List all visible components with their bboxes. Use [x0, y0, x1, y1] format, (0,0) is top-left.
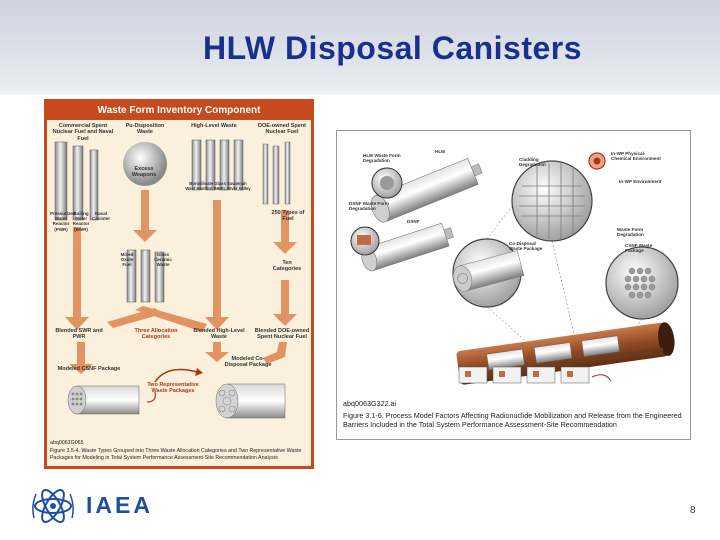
label-dsnf: DSNF: [407, 219, 420, 224]
label-cladding-degradation: Cladding Degradation: [519, 157, 546, 168]
left-figure-caption: Figure 3.5-4. Waste Types Grouped into T…: [50, 448, 302, 461]
label-inwp-environment: In-WP Environment: [619, 179, 662, 184]
label-csnf-package: Modeled CSNF Package: [57, 366, 121, 372]
label-ten-categories: Ten Categories: [272, 260, 302, 273]
label-codisposal-wp: Co-Disposal Waste Package: [509, 241, 543, 252]
label-doe-types: 250 Types of Fuel: [271, 210, 305, 223]
slide-title: HLW Disposal Canisters: [202, 30, 583, 66]
right-figure-caption: Figure 3.1-6. Process Model Factors Affe…: [343, 411, 682, 429]
waste-form-illustration: [54, 139, 297, 419]
left-figure-id: abq0063G065: [50, 440, 84, 446]
label-dsnf-degradation: DSNF Waste Form Degradation: [349, 201, 389, 212]
waste-form-heading: Waste Form Inventory Component: [47, 102, 311, 120]
org-name: IAEA: [86, 492, 153, 518]
label-hlw-types: Borosilicate Glass Savannah West Hanford…: [185, 181, 251, 191]
label-excess-weapons: Excess Weapons: [131, 166, 157, 179]
label-csnf-wp: CSNF Waste Package: [625, 243, 653, 254]
label-blended-swr: Blended SWR and PWR: [55, 328, 103, 341]
label-mixed-oxide: Mixed Oxide Fuel: [120, 252, 134, 268]
column-label-hlw: High-Level Waste: [191, 123, 237, 129]
label-blended-hlw: Blended High-Level Waste: [193, 328, 245, 341]
waste-form-figure: Waste Form Inventory Component Commercia…: [44, 99, 314, 469]
label-blended-doe: Blended DOE-owned Spent Nuclear Fuel: [254, 328, 310, 341]
label-waste-form-degradation: Waste Form Degradation: [617, 227, 644, 238]
column-label-pu: Pu-Disposition Waste: [125, 123, 165, 136]
right-figure-id: abq0063G322.ai: [343, 399, 397, 408]
column-label-doe: DOE-owned Spent Nuclear Fuel: [258, 123, 306, 136]
column-label-commercial: Commercial Spent Nuclear Fuel and Naval …: [52, 123, 114, 142]
label-glass-ceramic: Glass Ceramic Waste: [154, 252, 172, 268]
label-codisposal-package: Modeled Co-Disposal Package: [224, 356, 272, 369]
process-model-illustration: [350, 152, 679, 385]
label-two-representative: Two Representative Waste Packages: [147, 382, 199, 395]
label-bwr: Boiling Water Reactor (BWR): [72, 211, 90, 232]
label-hlw-degradation: HLW Waste Form Degradation: [363, 153, 401, 164]
title-band: [0, 0, 720, 95]
label-inwp-physical: In-WP Physical-Chemical Environment: [611, 151, 661, 162]
page-number: 8: [690, 505, 696, 516]
label-pwr: Pressurized Water Reactor (PWR): [50, 211, 76, 232]
label-naval: Naval Canister: [91, 211, 110, 222]
process-model-figure: HLW HLW Waste Form Degradation Cladding …: [336, 130, 691, 440]
label-hlw: HLW: [435, 149, 446, 154]
iaea-logo: [32, 489, 74, 523]
label-three-allocation: Three Allocation Categories: [134, 328, 178, 341]
